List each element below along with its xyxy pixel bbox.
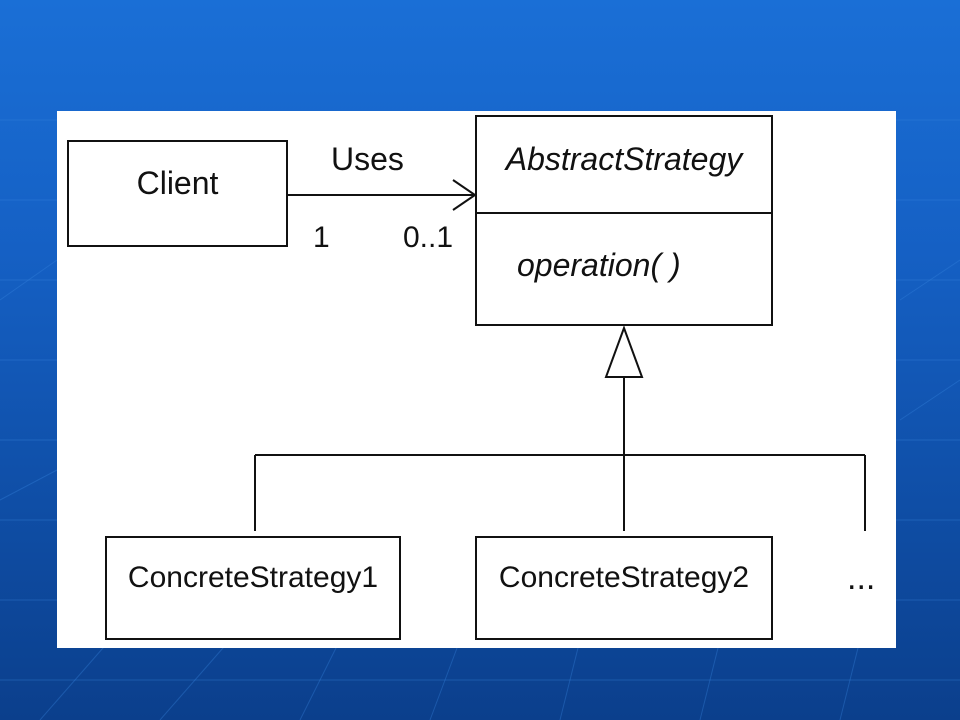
concrete-strategy-1-box: [105, 536, 401, 640]
concrete-strategy-1-label: ConcreteStrategy1: [127, 561, 379, 594]
abstract-strategy-name: AbstractStrategy: [505, 141, 743, 177]
uml-diagram-lines: [67, 115, 866, 640]
abstract-strategy-box: [475, 115, 773, 326]
inheritance-triangle: [604, 325, 644, 378]
client-multiplicity: 1: [313, 221, 330, 254]
strategy-multiplicity: 0..1: [403, 221, 454, 254]
uml-diagram-canvas: Client Uses 1 0..1 AbstractStrategy oper…: [57, 111, 896, 648]
client-box: [67, 140, 288, 247]
concrete-strategy-2-label: ConcreteStrategy2: [498, 561, 750, 594]
abstract-strategy-operation: operation( ): [517, 247, 681, 283]
concrete-strategy-2-box: [475, 536, 773, 640]
more-strategies-ellipsis: ...: [847, 559, 876, 597]
uses-label: Uses: [331, 141, 404, 177]
client-label: Client: [136, 165, 219, 201]
